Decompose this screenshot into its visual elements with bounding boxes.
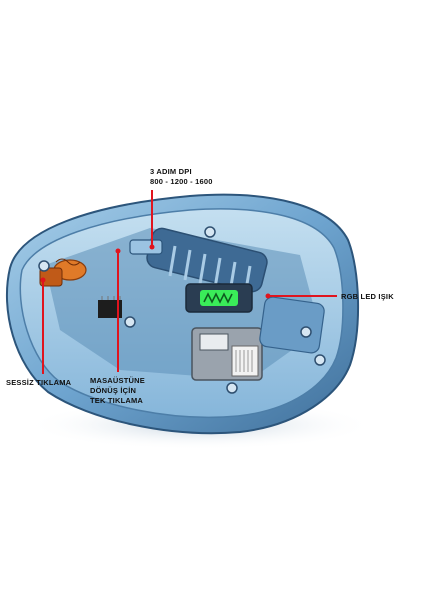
callout-silent-click: SESSİZ TIKLAMA bbox=[6, 378, 71, 388]
scroll-wheel-ribs bbox=[168, 245, 252, 297]
silent-switch bbox=[39, 258, 87, 287]
callout-dpi-title: 3 ADIM DPI bbox=[150, 167, 192, 176]
screws bbox=[38, 226, 326, 394]
callout-dots bbox=[40, 244, 271, 299]
callout-desktop-line1: MASAÜSTÜNE bbox=[90, 376, 145, 385]
callout-desktop-line2: DÖNÜŞ İÇİN bbox=[90, 386, 137, 395]
chip bbox=[98, 300, 122, 318]
callout-dpi: 3 ADIM DPI 800 - 1200 - 1600 bbox=[150, 167, 213, 187]
dpi-button bbox=[129, 239, 163, 255]
callout-lines bbox=[42, 190, 337, 374]
usb-receiver bbox=[191, 327, 263, 381]
callout-dpi-values: 800 - 1200 - 1600 bbox=[150, 177, 213, 186]
callout-desktop-line3: TEK TIKLAMA bbox=[90, 396, 144, 405]
callout-rgb-led-title: RGB LED IŞIK bbox=[341, 292, 394, 301]
callout-silent-click-title: SESSİZ TIKLAMA bbox=[6, 378, 72, 387]
chip-pins bbox=[101, 296, 121, 300]
callout-desktop-click: MASAÜSTÜNE DÖNÜŞ İÇİN TEK TIKLAMA bbox=[90, 376, 145, 406]
led-logo-icon bbox=[203, 292, 233, 304]
battery-cover bbox=[259, 296, 325, 354]
callout-rgb-led: RGB LED IŞIK bbox=[341, 292, 394, 302]
